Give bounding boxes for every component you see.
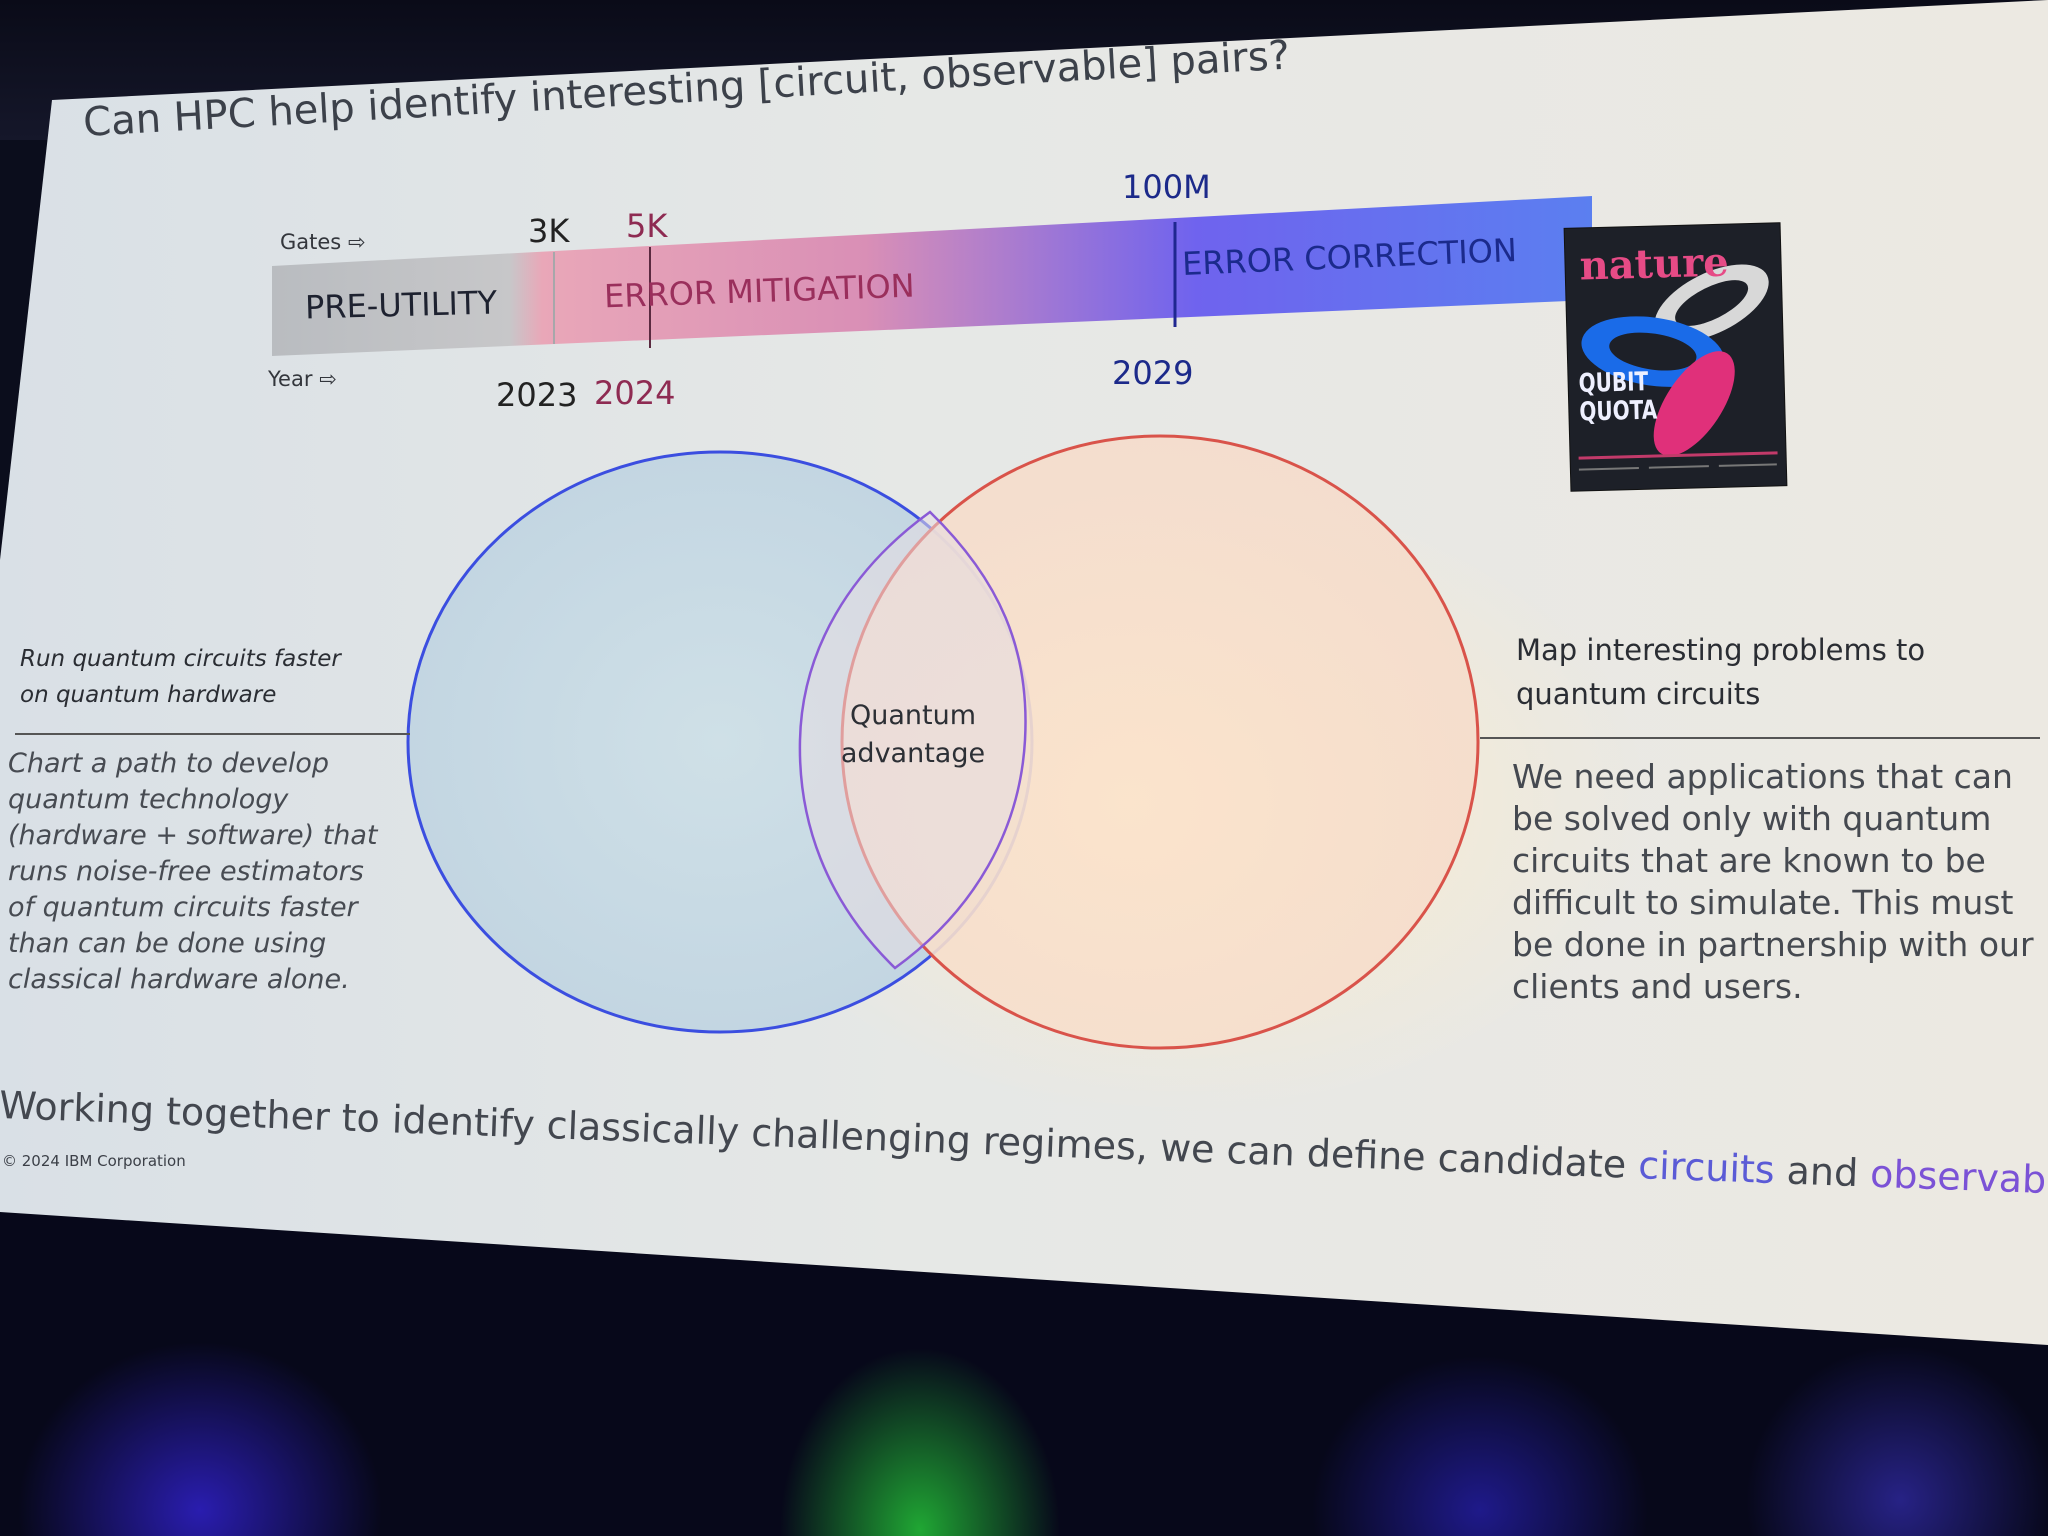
year-label: Year ⇨ bbox=[268, 367, 337, 391]
venn-label-line2: advantage bbox=[840, 738, 986, 769]
gate-marker-5k: 5K bbox=[626, 207, 668, 245]
right-panel-heading: Map interesting problems to quantum circ… bbox=[1516, 633, 1926, 711]
venn-label-line1: Quantum bbox=[849, 700, 977, 731]
cover-title: nature bbox=[1578, 238, 1730, 290]
venn-label-quantum-advantage: Quantum advantage bbox=[828, 697, 998, 773]
gate-marker-3k: 3K bbox=[528, 212, 570, 250]
venn-intersection bbox=[798, 510, 1027, 970]
roadmap-bar bbox=[272, 196, 1592, 356]
keyword-circuits: circuits bbox=[1637, 1143, 1776, 1193]
keyword-observables: observables bbox=[1869, 1151, 2048, 1205]
gate-marker-100m: 100M bbox=[1122, 168, 1211, 206]
gates-label: Gates ⇨ bbox=[280, 230, 366, 254]
phase-error-mitigation: ERROR MITIGATION bbox=[603, 266, 916, 316]
left-panel-heading: Run quantum circuits faster on quantum h… bbox=[20, 646, 341, 708]
nature-journal-cover: nature QUBIT QUOTA bbox=[1564, 223, 1787, 491]
phase-pre-utility: PRE-UTILITY bbox=[304, 283, 498, 327]
bottom-statement-start: Working together to identify classically… bbox=[0, 1083, 1640, 1188]
bottom-statement-and: and bbox=[1773, 1148, 1872, 1196]
copyright-notice: © 2024 IBM Corporation bbox=[2, 1152, 186, 1170]
phase-error-correction: ERROR CORRECTION bbox=[1181, 231, 1518, 283]
bottom-statement: Working together to identify classically… bbox=[0, 1083, 2048, 1204]
cover-artwork bbox=[1578, 264, 1778, 471]
cover-headline: QUBIT QUOTA bbox=[1578, 365, 1658, 428]
year-marker-2023: 2023 bbox=[496, 376, 578, 414]
right-panel-body: We need applications that can be solved … bbox=[1512, 757, 2034, 1006]
left-panel-body: Chart a path to develop quantum technolo… bbox=[8, 748, 378, 995]
year-marker-2024: 2024 bbox=[594, 374, 676, 412]
year-marker-2029: 2029 bbox=[1112, 354, 1194, 392]
